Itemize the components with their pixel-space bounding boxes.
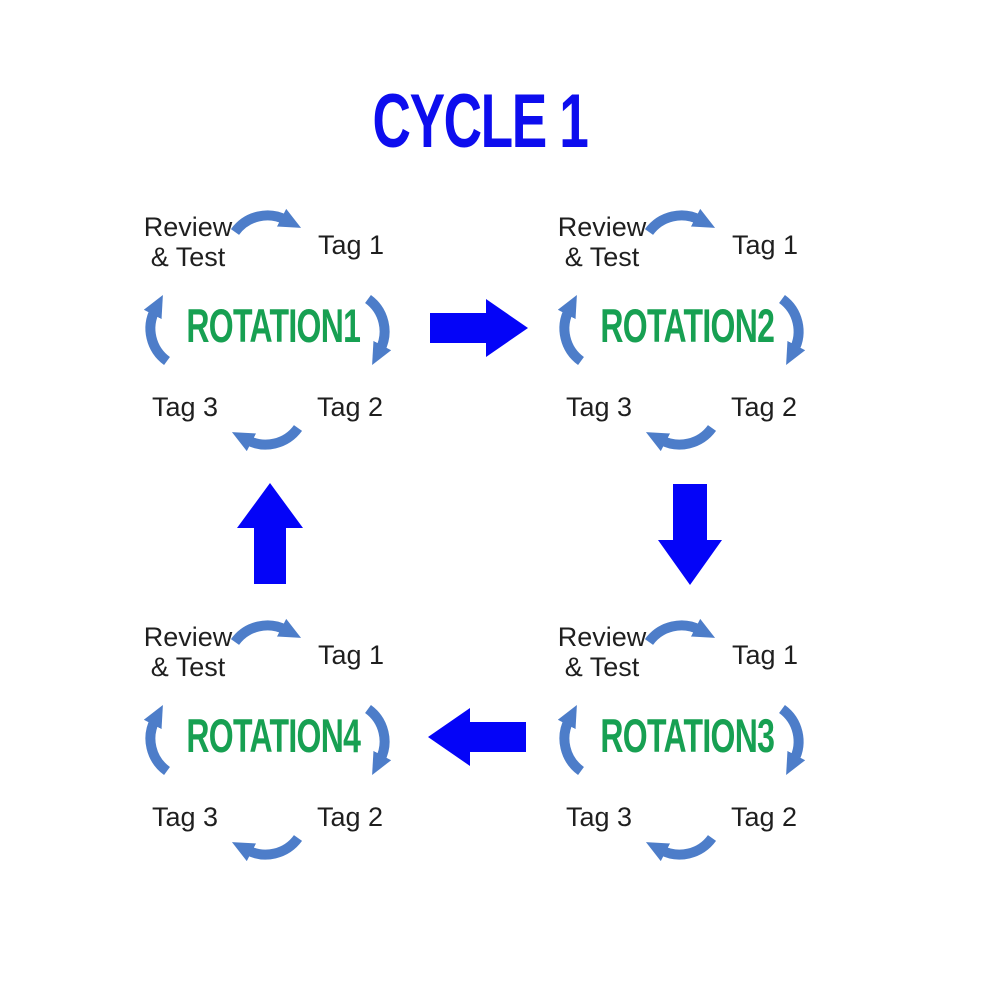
rotation-group-4: Review & Test Tag 1 ROTATION4 Tag 3 Tag … (120, 600, 420, 885)
arc-arrow-tag1-to-tag2-icon (778, 294, 806, 366)
arc-arrow-tag2-to-tag3-icon (645, 834, 717, 862)
flow-arrow-rotation1-to-rotation2-right-icon (430, 299, 528, 357)
review-test-line2: & Test (150, 242, 226, 272)
review-test-line2: & Test (564, 242, 640, 272)
review-test-label: Review & Test (542, 212, 662, 272)
tag-2-label: Tag 2 (316, 802, 384, 832)
review-test-line1: Review (557, 622, 647, 652)
arc-arrow-review-to-tag1-icon (644, 208, 716, 236)
arc-arrow-tag3-to-review-icon (557, 704, 585, 776)
tag-2-label: Tag 2 (730, 392, 798, 422)
tag-1-label: Tag 1 (317, 640, 385, 670)
rotation-group-1: Review & Test Tag 1 ROTATION1 Tag 3 Tag … (120, 190, 420, 475)
arc-arrow-tag3-to-review-icon (143, 294, 171, 366)
tag-3-label: Tag 3 (565, 802, 633, 832)
review-test-label: Review & Test (128, 212, 248, 272)
arc-arrow-tag3-to-review-icon (143, 704, 171, 776)
rotation-name: ROTATION4 (186, 709, 361, 762)
tag-1-label: Tag 1 (731, 640, 799, 670)
rotation-group-3: Review & Test Tag 1 ROTATION3 Tag 3 Tag … (534, 600, 834, 885)
flow-arrow-rotation4-to-rotation1-up-icon (237, 483, 303, 584)
arc-arrow-tag1-to-tag2-icon (778, 704, 806, 776)
flow-arrow-rotation2-to-rotation3-down-icon (658, 484, 722, 585)
tag-2-label: Tag 2 (730, 802, 798, 832)
review-test-line1: Review (143, 622, 233, 652)
page-title: CYCLE 1 (372, 79, 589, 164)
tag-3-label: Tag 3 (151, 802, 219, 832)
flow-arrow-rotation3-to-rotation4-left-icon (428, 708, 526, 766)
arc-arrow-review-to-tag1-icon (644, 618, 716, 646)
arc-arrow-tag1-to-tag2-icon (364, 294, 392, 366)
review-test-label: Review & Test (128, 622, 248, 682)
arc-arrow-tag1-to-tag2-icon (364, 704, 392, 776)
rotation-group-2: Review & Test Tag 1 ROTATION2 Tag 3 Tag … (534, 190, 834, 475)
tag-3-label: Tag 3 (151, 392, 219, 422)
arc-arrow-tag3-to-review-icon (557, 294, 585, 366)
arc-arrow-tag2-to-tag3-icon (231, 834, 303, 862)
tag-3-label: Tag 3 (565, 392, 633, 422)
review-test-line2: & Test (150, 652, 226, 682)
arc-arrow-tag2-to-tag3-icon (231, 424, 303, 452)
arc-arrow-review-to-tag1-icon (230, 618, 302, 646)
rotation-name: ROTATION1 (186, 299, 361, 352)
review-test-line2: & Test (564, 652, 640, 682)
review-test-label: Review & Test (542, 622, 662, 682)
arc-arrow-tag2-to-tag3-icon (645, 424, 717, 452)
rotation-name: ROTATION3 (600, 709, 775, 762)
tag-1-label: Tag 1 (731, 230, 799, 260)
review-test-line1: Review (557, 212, 647, 242)
arc-arrow-review-to-tag1-icon (230, 208, 302, 236)
review-test-line1: Review (143, 212, 233, 242)
tag-1-label: Tag 1 (317, 230, 385, 260)
tag-2-label: Tag 2 (316, 392, 384, 422)
rotation-name: ROTATION2 (600, 299, 775, 352)
